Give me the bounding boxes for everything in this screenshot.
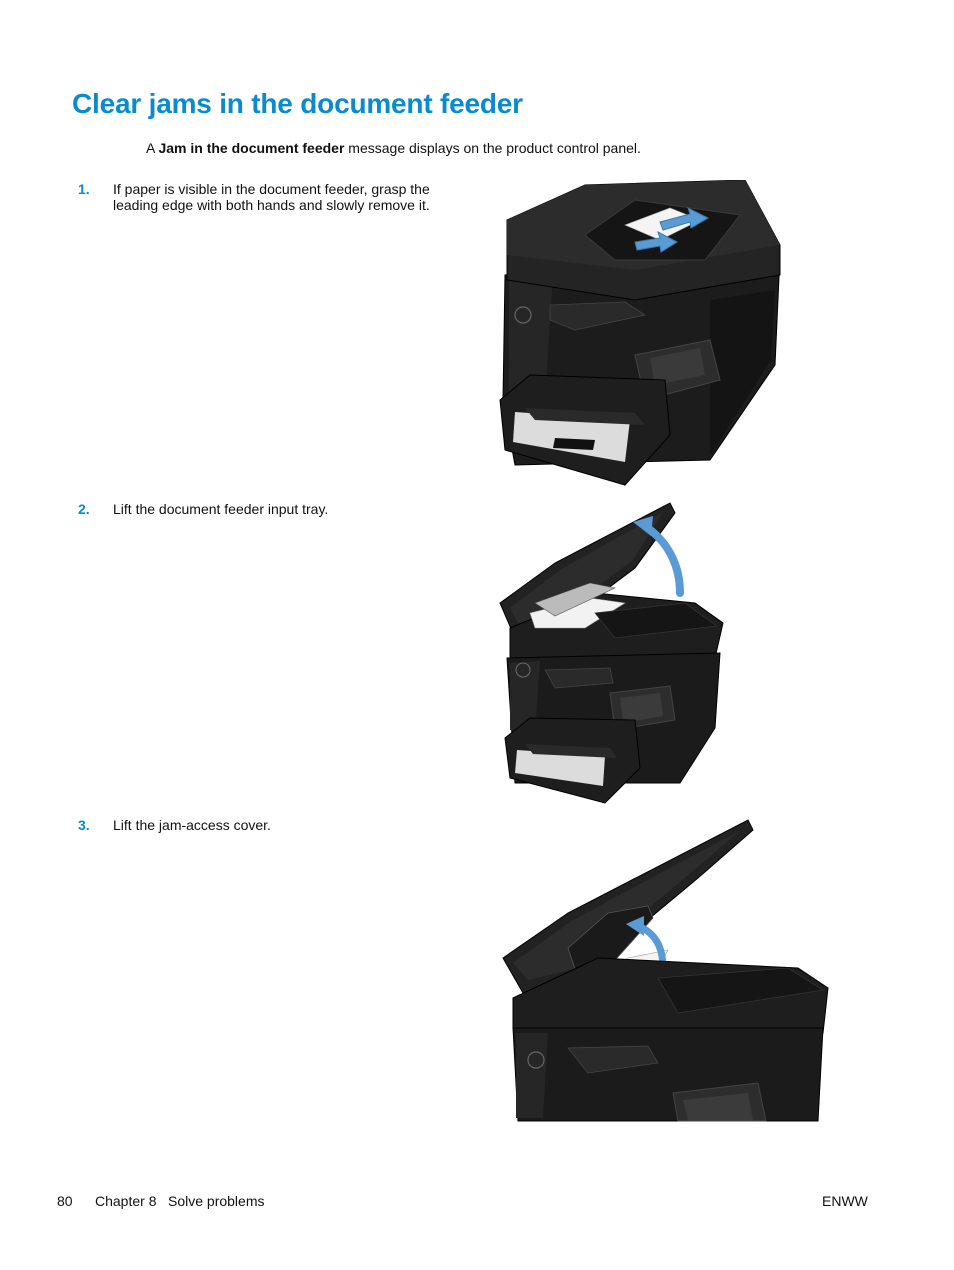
step-text: Lift the document feeder input tray. [113, 501, 329, 517]
intro-suffix: message displays on the product control … [344, 140, 641, 156]
printer-lift-input-tray-illustration [499, 502, 724, 804]
printer-remove-paper-illustration [499, 180, 781, 486]
printer-lift-jam-cover-illustration [502, 819, 829, 1122]
page-title: Clear jams in the document feeder [72, 88, 523, 119]
intro-message: Jam in the document feeder [158, 140, 345, 156]
step-text: If paper is visible in the document feed… [113, 181, 430, 213]
footer-locale: ENWW [822, 1193, 868, 1209]
step-number: 1. [78, 181, 90, 197]
intro-prefix: A [146, 140, 159, 156]
page-number: 80 [57, 1193, 73, 1209]
step-number: 3. [78, 817, 90, 833]
footer-section: Solve problems [168, 1193, 265, 1209]
step-text: Lift the jam-access cover. [113, 817, 271, 833]
footer-chapter: Chapter 8 [95, 1193, 157, 1209]
step-number: 2. [78, 501, 90, 517]
intro-paragraph: A Jam in the document feeder message dis… [146, 140, 641, 156]
